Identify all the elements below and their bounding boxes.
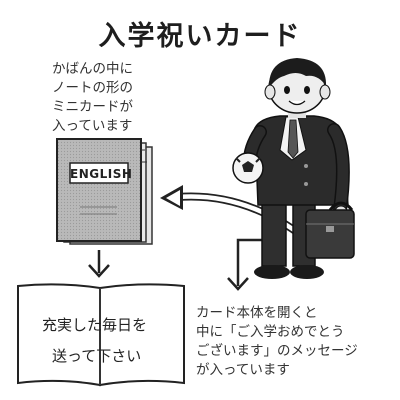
card-message-line-2: 送って下さい [52, 347, 142, 365]
card-description: カード本体を開くと 中に「ご入学おめでとう ございます」のメッセージ が入ってい… [196, 305, 358, 378]
mini-notebook [56, 138, 153, 245]
notebook-label-box [69, 162, 129, 184]
curved-arrow-left-icon [160, 185, 309, 242]
card-message-line-1: 充実した毎日を [42, 316, 148, 334]
down-arrow-icon [88, 250, 110, 278]
down-arrow-right-icon [227, 238, 262, 291]
notebook-description: かばんの中に ノートの形の ミニカードが 入っています [52, 61, 133, 134]
page-title: 入学祝いカード [98, 21, 302, 52]
open-card [17, 283, 185, 387]
student-illustration [232, 58, 355, 279]
notebook-label: ENGLISH [70, 167, 133, 181]
